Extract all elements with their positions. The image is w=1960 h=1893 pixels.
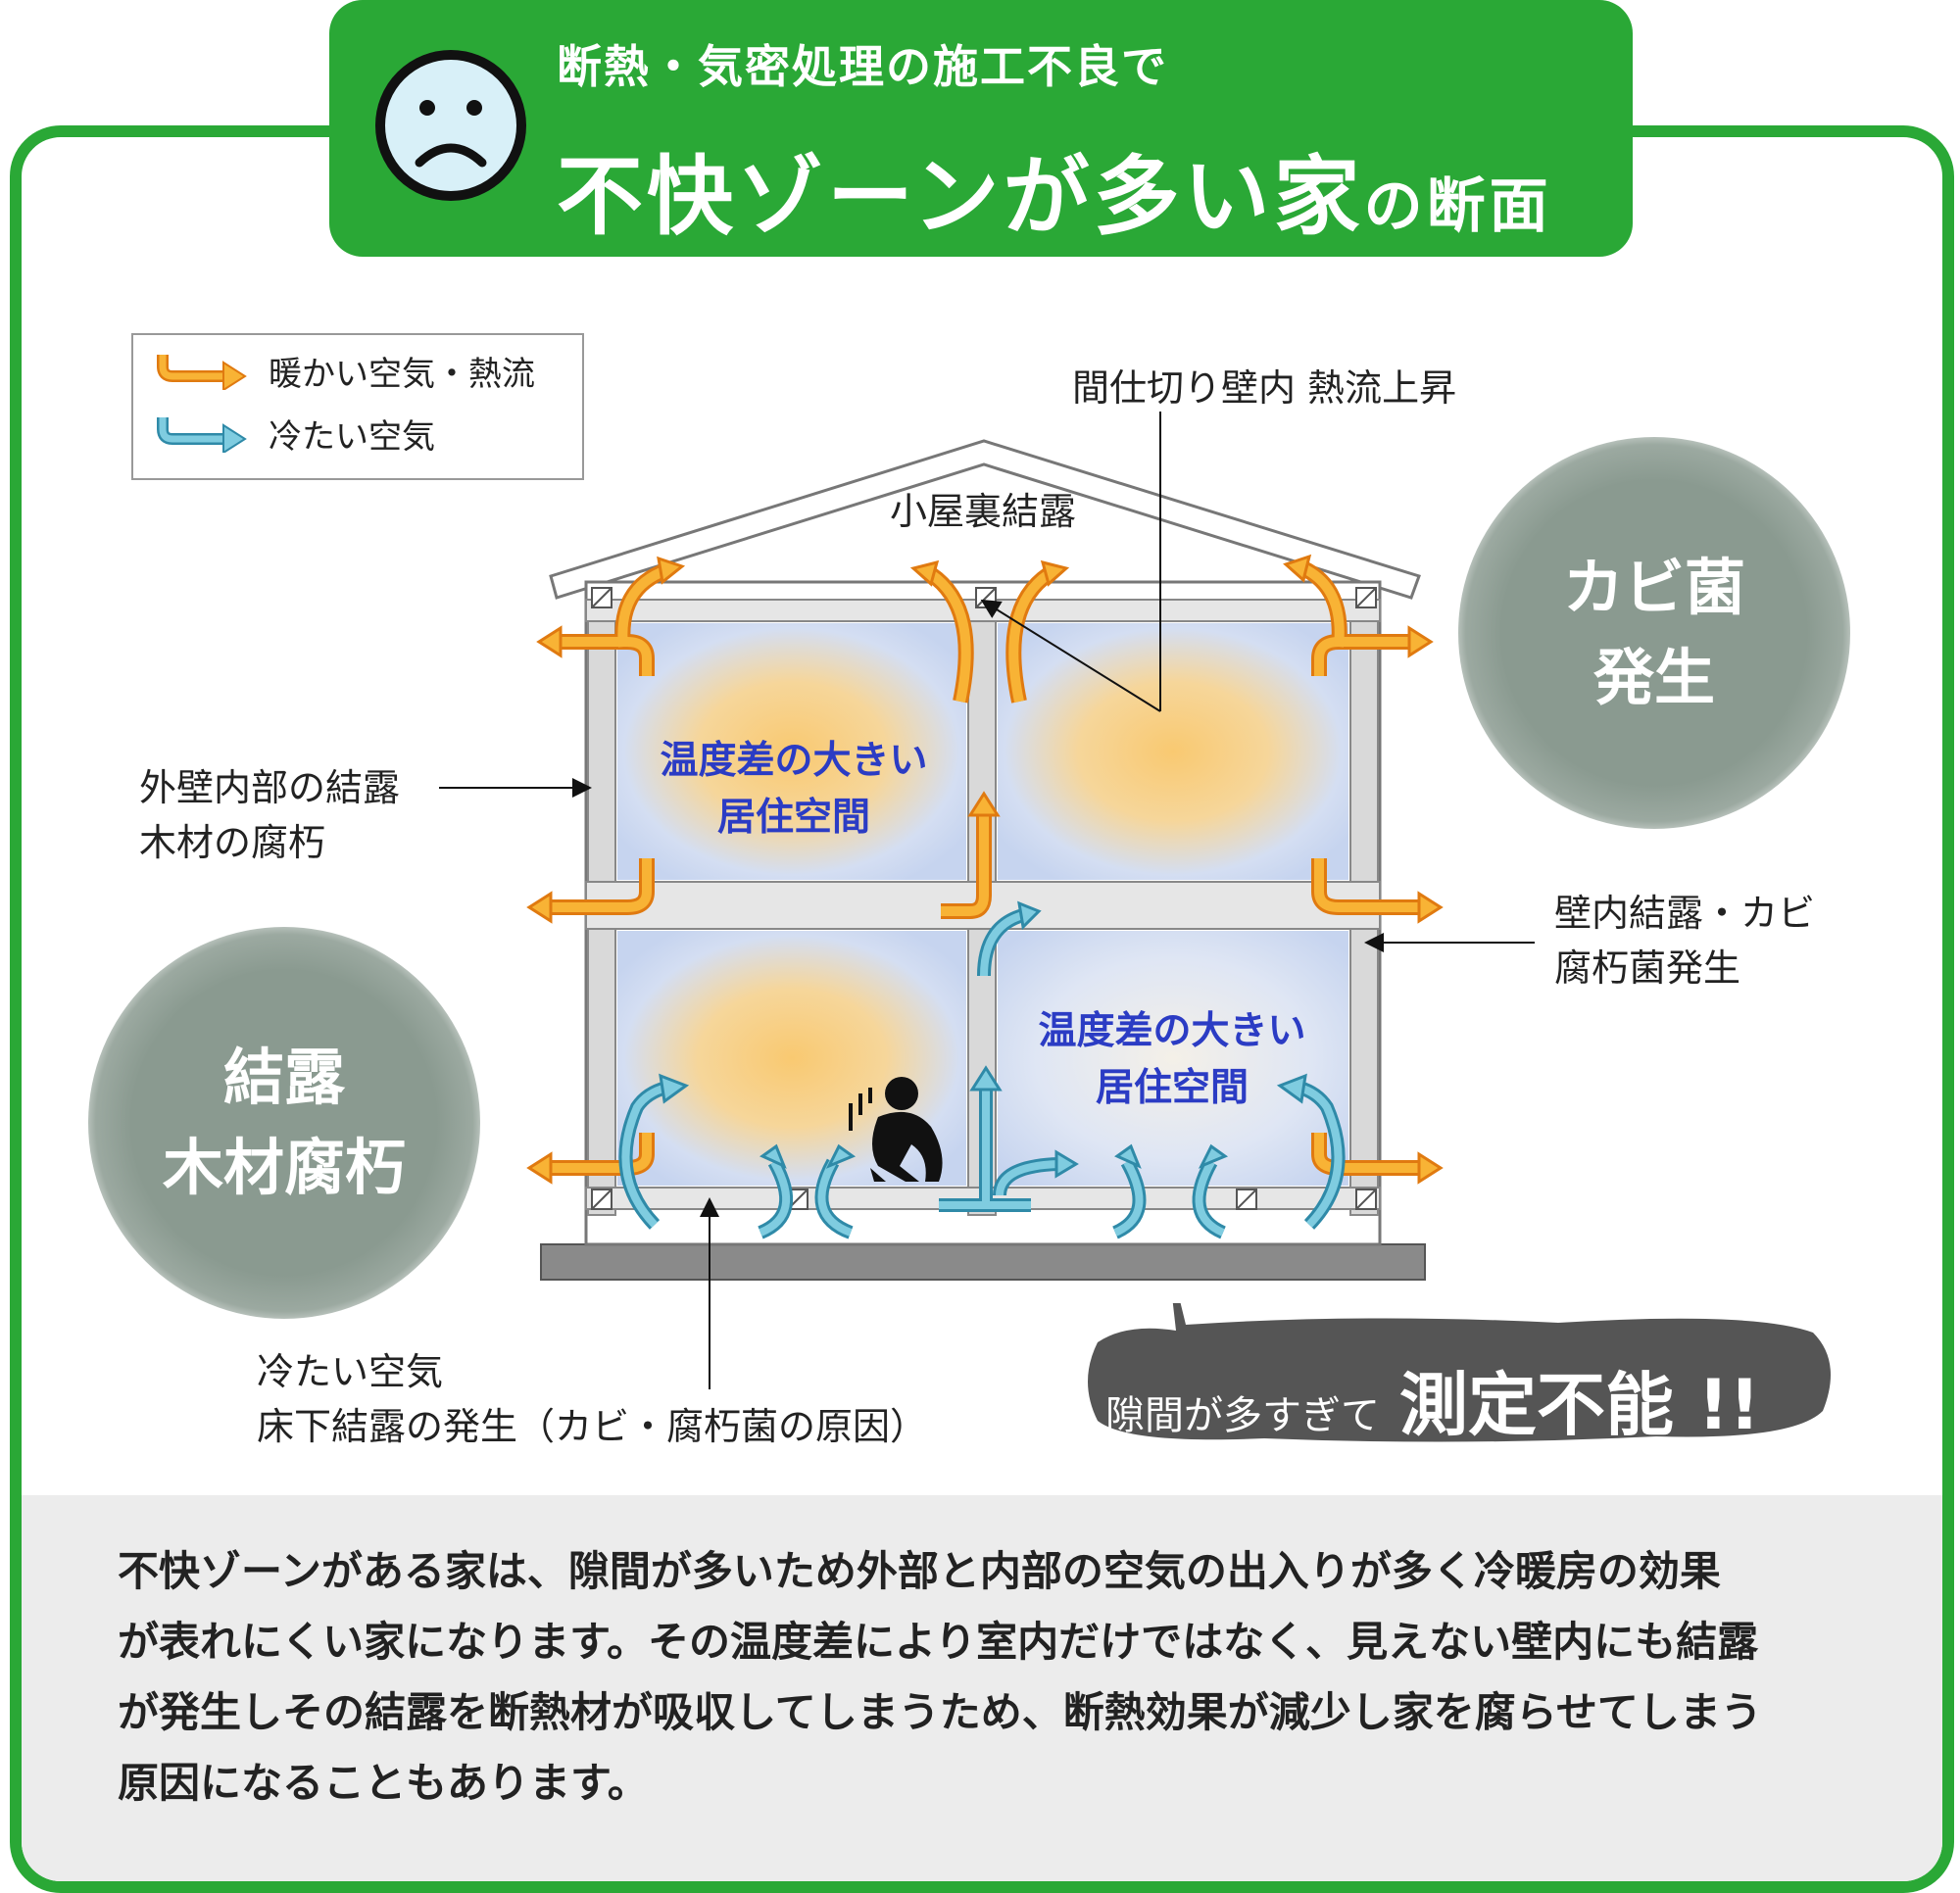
header-subtitle: 断熱・気密処理の施工不良で [557,40,1168,93]
legend-warm-label: 暖かい空気・熱流 [269,354,535,394]
description-line: 不快ゾーンがある家は、隙間が多いため外部と内部の空気の出入りが多く冷暖房の効果 [118,1547,1721,1595]
leader-lines [439,412,1535,1389]
callout-text: 隙間が多すぎて測定不能 !! [1105,1350,1760,1449]
legend-cold: 冷たい空気 [157,413,435,457]
description-panel [22,1495,1942,1881]
callout-big: 測定不能 !! [1399,1365,1761,1445]
cold-air-arrows [618,900,1346,1239]
label-exterior-wall-2: 木材の腐朽 [139,821,326,864]
room-lower-right [998,931,1348,1186]
room-upper-right [998,623,1348,880]
warm-arrow-icon [157,355,247,390]
label-exterior-wall-1: 外壁内部の結露 [139,766,401,809]
header-title: 不快ゾーンが多い家の断面 [557,127,1552,252]
room-label-upper-left-line2: 居住空間 [716,796,870,840]
mold-badge-line2: 発生 [1592,642,1715,713]
label-floor-2: 床下結露の発生（カビ・腐朽菌の原因） [257,1405,928,1448]
room-upper-left [617,623,966,880]
mold-badge: カビ菌 発生 [1458,437,1850,829]
label-wall-inner-1: 壁内結露・カビ [1554,892,1816,935]
header-title-suffix: の断面 [1363,172,1552,241]
description-line: 原因になることもあります。 [118,1759,649,1807]
label-floor-1: 冷たい空気 [257,1350,444,1393]
callout-bubble [1088,1303,1831,1442]
description-line: が表れにくい家になります。その温度差により室内だけではなく、見えない壁内にも結露 [118,1618,1759,1666]
cold-person-icon [849,1077,943,1182]
rot-badge: 結露 木材腐朽 [88,927,480,1319]
label-wall-inner-2: 腐朽菌発生 [1554,946,1741,990]
room-label-lower-right: 温度差の大きい 居住空間 [1025,1003,1319,1117]
legend-warm: 暖かい空気・熱流 [157,351,535,394]
header-banner [329,0,1633,257]
foundation [540,1243,1426,1281]
room-label-upper-left: 温度差の大きい 居住空間 [647,733,941,847]
description-line: が発生しその結露を断熱材が吸収してしまうため、断熱効果が減少し家を腐らせてしまう [118,1688,1762,1736]
house-cross-section [439,412,1535,1389]
cold-arrow-icon [157,417,247,453]
room-label-upper-left-line1: 温度差の大きい [660,739,928,783]
legend-cold-label: 冷たい空気 [269,416,435,457]
legend: 暖かい空気・熱流 冷たい空気 [131,333,584,480]
roof [549,439,1421,600]
header-title-main: 不快ゾーンが多い家 [557,146,1364,247]
label-partition-heat: 間仕切り壁内 熱流上昇 [1072,366,1457,410]
callout-small: 隙間が多すぎて [1105,1393,1380,1438]
rot-badge-line1: 結露 [222,1042,345,1113]
mold-badge-line1: カビ菌 [1562,552,1745,623]
rot-badge-line2: 木材腐朽 [162,1132,406,1203]
warm-air-arrows [526,554,1444,1185]
sad-face-icon [375,50,526,201]
description-text: 不快ゾーンがある家は、隙間が多いため外部と内部の空気の出入りが多く冷暖房の効果 … [118,1536,1842,1819]
room-label-lower-right-line2: 居住空間 [1095,1066,1249,1110]
label-attic-condensation: 小屋裏結露 [890,490,1077,533]
room-lower-left [617,931,966,1186]
room-label-lower-right-line1: 温度差の大きい [1038,1009,1306,1053]
